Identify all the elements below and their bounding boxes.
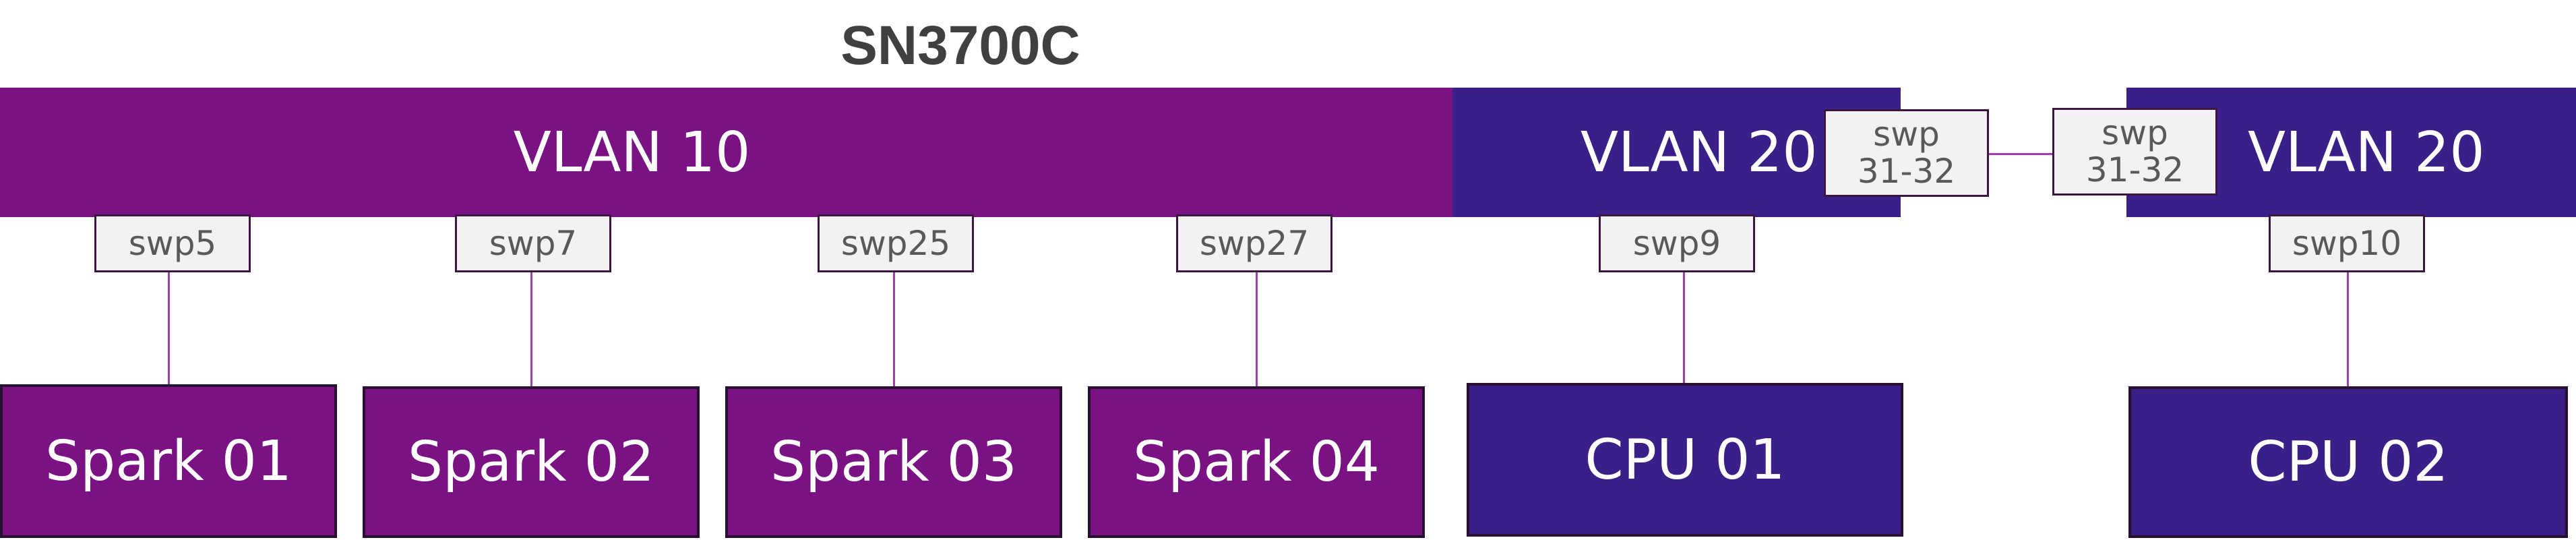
- link-spark01: [168, 272, 170, 386]
- uplink-connector: [1987, 153, 2054, 155]
- node-spark03: Spark 03: [725, 386, 1062, 538]
- link-cpu01: [1683, 272, 1685, 384]
- link-spark03: [893, 272, 895, 387]
- port-swp10: swp10: [2269, 214, 2425, 272]
- port-swp25: swp25: [818, 214, 974, 272]
- vlan10-label: VLAN 10: [513, 120, 751, 185]
- vlan20-left-label: VLAN 20: [1581, 120, 1818, 185]
- switch-title: SN3700C: [840, 15, 1080, 76]
- port-swp27: swp27: [1176, 214, 1332, 272]
- port-uplink-right: swp 31-32: [2052, 108, 2217, 196]
- link-cpu02: [2347, 272, 2349, 387]
- port-swp7: swp7: [455, 214, 611, 272]
- node-spark01: Spark 01: [0, 384, 337, 538]
- node-spark04: Spark 04: [1088, 386, 1425, 538]
- node-cpu02: CPU 02: [2128, 386, 2568, 538]
- vlan20-right-label: VLAN 20: [2248, 120, 2485, 185]
- link-spark04: [1256, 272, 1258, 387]
- port-swp9: swp9: [1599, 214, 1755, 272]
- link-spark02: [530, 272, 532, 387]
- node-spark02: Spark 02: [363, 386, 700, 538]
- port-swp5: swp5: [94, 214, 251, 272]
- port-uplink-left: swp 31-32: [1824, 109, 1989, 197]
- vlan10-bar: VLAN 10: [0, 88, 1452, 217]
- node-cpu01: CPU 01: [1467, 383, 1903, 537]
